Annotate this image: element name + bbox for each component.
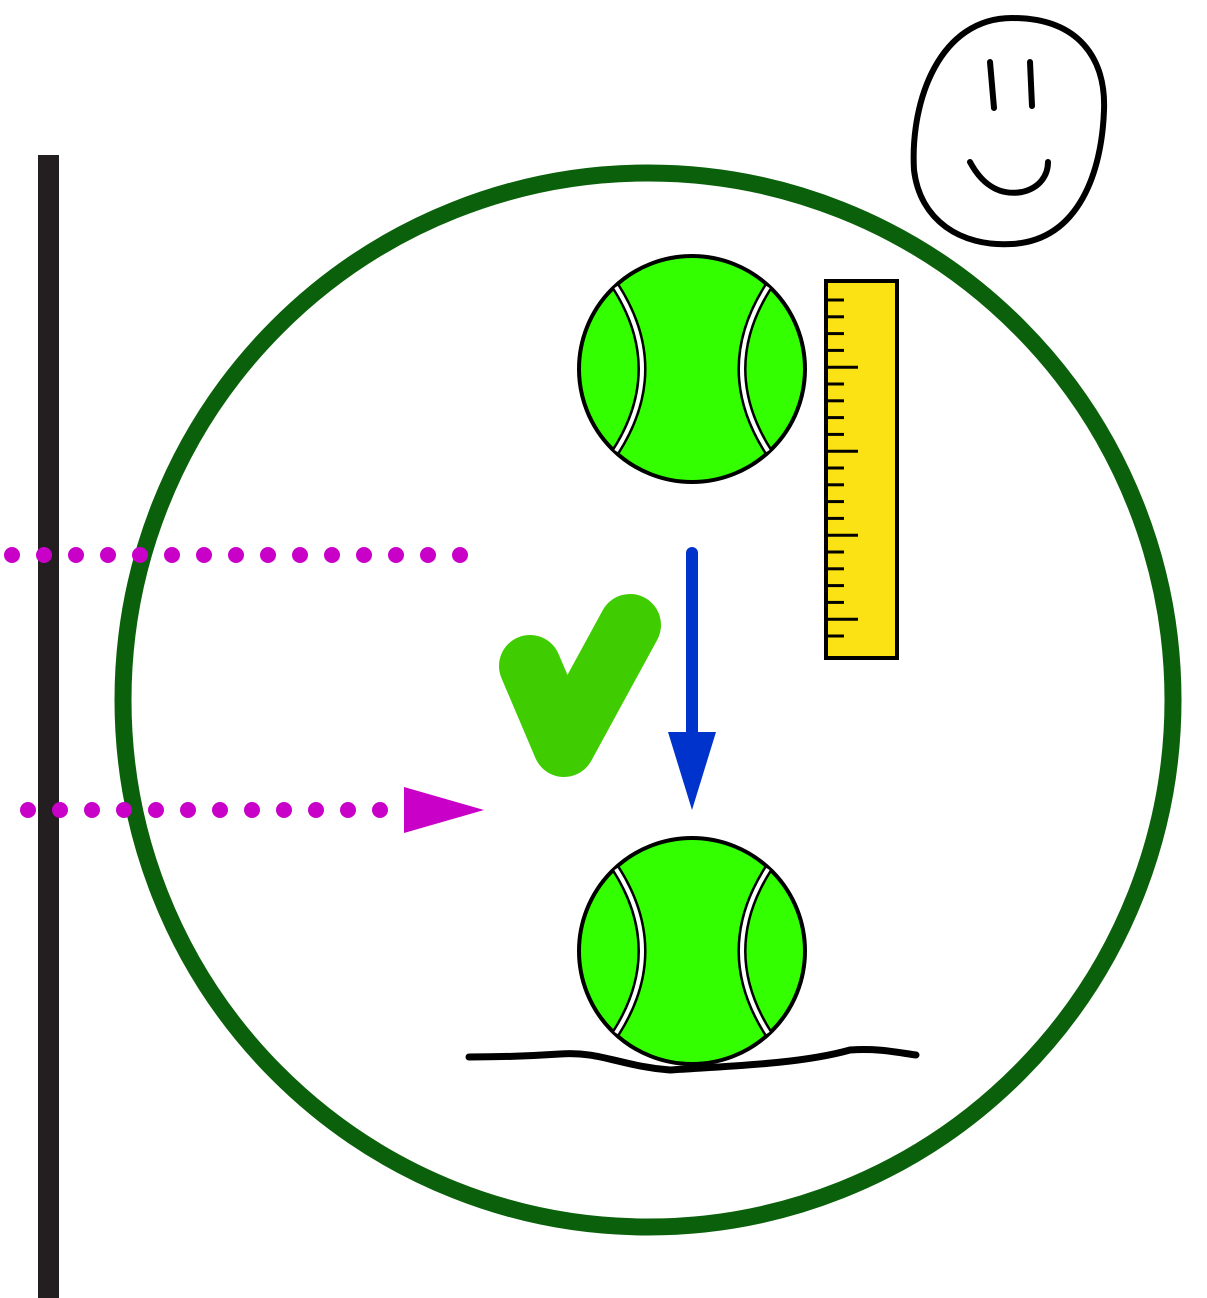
dot xyxy=(212,802,228,818)
dot xyxy=(260,547,276,563)
down-arrow-icon xyxy=(668,553,716,810)
dot xyxy=(420,547,436,563)
dot xyxy=(164,547,180,563)
dot xyxy=(84,802,100,818)
dot xyxy=(100,547,116,563)
dot xyxy=(452,547,468,563)
dot xyxy=(372,802,388,818)
dot xyxy=(244,802,260,818)
lower-tennis-ball-icon xyxy=(579,838,805,1064)
dot xyxy=(148,802,164,818)
ruler-icon xyxy=(826,281,897,658)
dotted-line xyxy=(4,547,468,563)
dot xyxy=(20,802,36,818)
dot xyxy=(52,802,68,818)
dot xyxy=(324,547,340,563)
dot xyxy=(292,547,308,563)
dot xyxy=(228,547,244,563)
dot xyxy=(68,547,84,563)
dot xyxy=(340,802,356,818)
upper-tennis-ball-icon xyxy=(579,256,805,482)
dot xyxy=(356,547,372,563)
vertical-line xyxy=(38,155,59,1298)
dot xyxy=(116,802,132,818)
dot xyxy=(180,802,196,818)
dot xyxy=(132,547,148,563)
dotted-arrow-icon xyxy=(20,787,484,833)
dot xyxy=(308,802,324,818)
dot xyxy=(276,802,292,818)
dot xyxy=(36,547,52,563)
check-mark-icon xyxy=(530,625,630,746)
dot xyxy=(388,547,404,563)
smiley-face-icon xyxy=(914,18,1104,244)
dotted-arrow-head xyxy=(404,787,484,833)
dot xyxy=(196,547,212,563)
dot xyxy=(4,547,20,563)
